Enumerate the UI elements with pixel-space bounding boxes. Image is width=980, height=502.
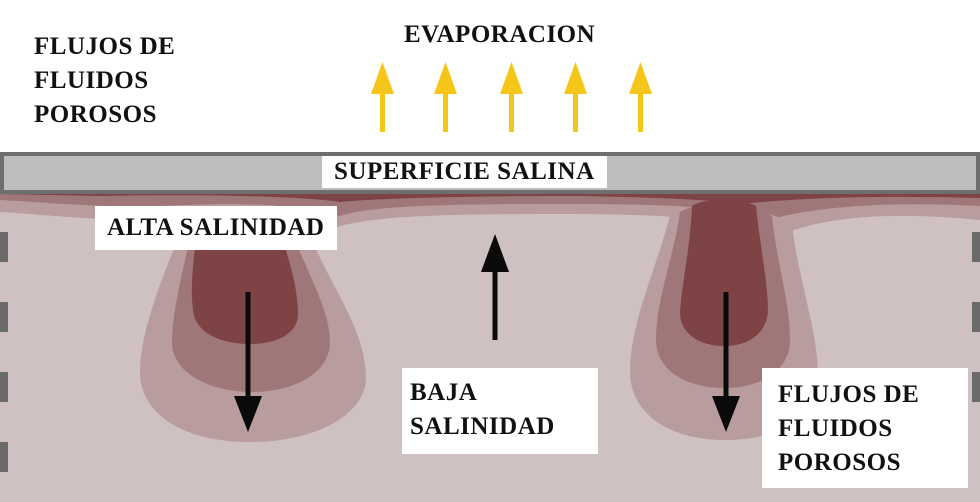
evap-arrow-5 [629,62,652,132]
pore-flow-label-bottom-line-1: FLUJOS DE [778,381,920,408]
right-edge-ticks [972,232,980,402]
high-salinity-label: ALTA SALINIDAD [95,206,337,250]
pore-flow-label-bottom-line-3: POROSOS [778,449,901,476]
upflow-arrow-center [481,234,509,340]
left-edge-ticks [0,232,8,472]
pore-flow-label-top: FLUJOS DE FLUIDOS POROSOS [34,30,175,132]
pore-flow-label-top-line-3: POROSOS [34,101,157,128]
evap-arrow-4 [564,62,587,132]
low-salinity-label-line-1: BAJA [410,379,478,406]
downflow-arrow-right [712,292,740,432]
evaporation-label: EVAPORACION [404,21,596,48]
low-salinity-label-line-2: SALINIDAD [410,413,555,440]
low-salinity-label: BAJA SALINIDAD [402,368,598,454]
pore-flow-label-bottom-line-2: FLUIDOS [778,415,893,442]
evap-arrow-2 [434,62,457,132]
salt-surface-label: SUPERFICIE SALINA [322,156,607,188]
left-plume-core [191,220,298,344]
right-plume-core [680,200,768,346]
evap-arrow-1 [371,62,394,132]
evaporation-arrows [371,62,652,132]
pore-flow-label-top-line-2: FLUIDOS [34,67,149,94]
downflow-arrow-left [234,292,262,432]
pore-flow-label-bottom: FLUJOS DE FLUIDOS POROSOS [762,368,968,488]
pore-flow-label-top-line-1: FLUJOS DE [34,33,176,60]
evap-arrow-3 [500,62,523,132]
